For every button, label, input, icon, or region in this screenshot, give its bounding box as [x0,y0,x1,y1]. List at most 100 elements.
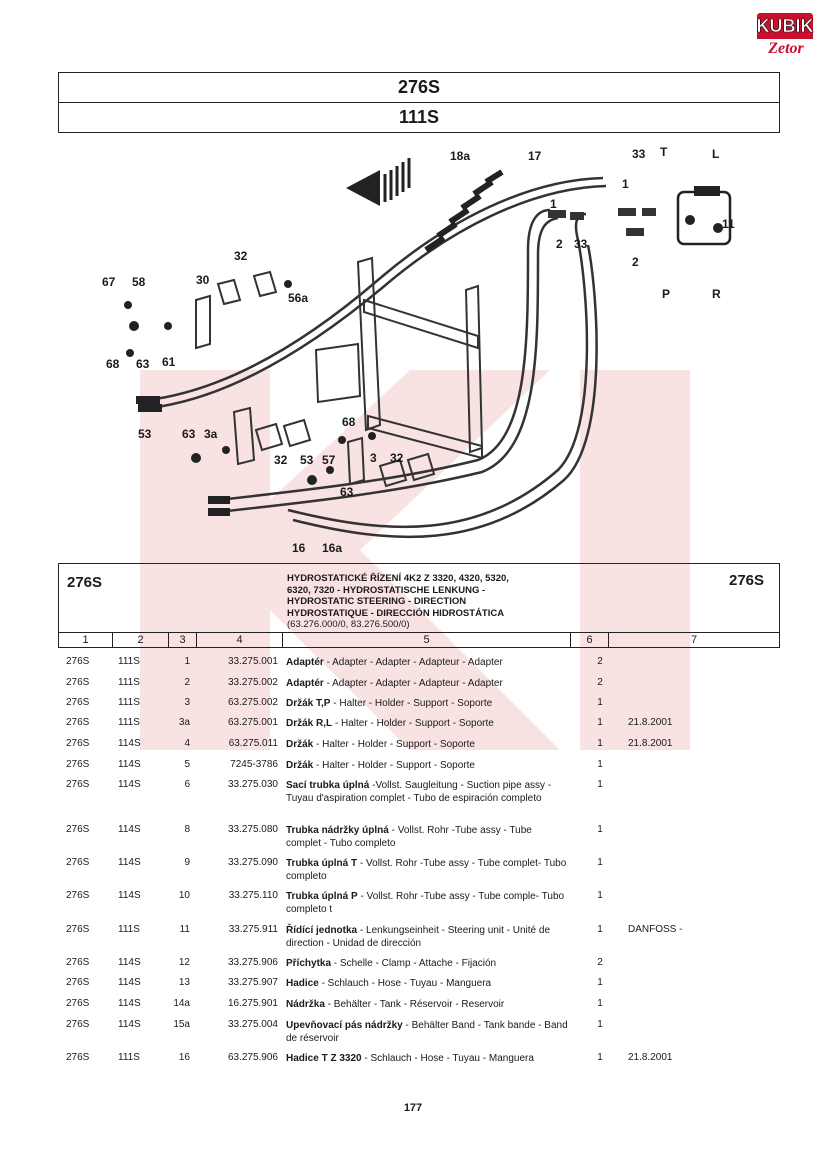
callout-63c: 63 [340,485,354,499]
row-subgroup: 114S [118,738,141,749]
callout-16a: 16a [322,541,342,555]
group-code-left: 276S [67,574,103,591]
row-desc-rest: - Halter - Holder - Support - Soporte [313,739,475,750]
row-position: 1 [184,656,190,667]
callout-53b: 53 [300,453,314,467]
row-part-number: 33.275.110 [228,890,278,901]
col-2: 2 [113,633,169,647]
row-desc-bold: Držák R,L [286,718,333,729]
row-part-number: 33.275.004 [227,1019,278,1030]
row-subgroup: 114S [118,857,141,868]
row-desc-rest: - Lenkungseinheit - Steering unit - Unit… [286,925,551,949]
callout-2b: 2 [632,255,639,269]
subgroup-title: 111S [58,102,780,133]
group-title: 276S [58,72,780,103]
row-quantity: 1 [597,738,603,749]
row-position: 11 [179,924,190,935]
row-desc-rest: - Schelle - Clamp - Attache - Fijación [331,958,497,969]
callout-18a: 18a [450,149,470,163]
row-description: Držák R,L - Halter - Holder - Support - … [286,717,568,730]
row-quantity: 1 [597,759,603,770]
row-desc-rest: - Schlauch - Hose - Tuyau - Manguera [318,978,492,989]
row-group: 276S [66,824,90,835]
row-quantity: 1 [597,779,603,790]
row-description: Trubka úplná T - Vollst. Rohr -Tube assy… [286,857,568,883]
row-description: Upevňovací pás nádržky - Behälter Band -… [286,1019,568,1045]
row-part-number: 33.275.001 [227,656,278,667]
row-note: 21.8.2001 [628,738,673,749]
row-part-number: 33.275.911 [228,924,278,935]
row-position: 4 [184,738,190,749]
row-desc-bold: Řídící jednotka [286,925,358,936]
row-note: DANFOSS - [628,924,683,935]
row-quantity: 1 [597,824,603,835]
subgroup-title-text: 111S [398,107,440,127]
row-position: 3a [178,717,190,728]
row-desc-bold: Hadice [286,978,319,989]
row-subgroup: 111S [118,717,140,728]
row-desc-bold: Držák [286,760,314,771]
row-quantity: 1 [597,890,603,901]
row-group: 276S [66,957,90,968]
row-description: Držák T,P - Halter - Holder - Support - … [286,697,568,710]
callout-R: R [712,287,721,301]
row-part-number: 33.275.080 [227,824,278,835]
row-position: 16 [178,1052,190,1063]
steering-unit [676,186,732,246]
row-group: 276S [66,924,90,935]
bolts-nuts [124,280,376,485]
mounting-frame [314,256,484,460]
row-description: Řídící jednotka - Lenkungseinheit - Stee… [286,924,568,950]
row-part-number: 63.275.001 [227,717,278,728]
row-subgroup: 114S [118,1019,141,1030]
callout-32c: 32 [390,451,404,465]
row-subgroup: 114S [118,824,141,835]
row-note: 21.8.2001 [628,717,673,728]
row-description: Držák - Halter - Holder - Support - Sopo… [286,738,568,751]
row-subgroup: 111S [118,1052,140,1063]
row-part-number: 33.275.002 [227,677,278,688]
row-subgroup: 111S [118,924,140,935]
row-subgroup: 111S [118,656,140,667]
direction-arrow-icon [346,158,411,206]
row-desc-rest: - Halter - Holder - Support - Soporte [332,718,494,729]
row-quantity: 1 [597,1052,603,1063]
row-part-number: 33.275.090 [227,857,278,868]
callout-11: 11 [722,217,735,231]
group-title-text: 276S [397,77,441,97]
page-number: 177 [403,1102,423,1114]
row-part-number: 7245-3786 [230,759,278,770]
row-subgroup: 111S [118,677,140,688]
row-desc-bold: Trubka úplná P [286,891,358,902]
row-group: 276S [66,717,90,728]
row-group: 276S [66,759,90,770]
logo-zetor: Zetor [761,40,811,58]
col-7: 7 [690,634,698,646]
row-description: Nádržka - Behälter - Tank - Réservoir - … [286,998,568,1011]
callout-68b: 68 [342,415,356,429]
row-description: Trubka nádržky úplná - Vollst. Rohr -Tub… [286,824,568,850]
row-subgroup: 114S [118,998,141,1009]
logo-kubik: KUBIK [756,13,814,39]
logo-kubik-text: KUBIK [756,15,814,36]
row-desc-bold: Adaptér [286,657,324,668]
row-desc-rest: - Vollst. Rohr -Tube assy - Tube complet… [286,825,532,849]
row-desc-rest: - Adapter - Adapter - Adapteur - Adapter [323,678,503,689]
row-position: 10 [178,890,190,901]
callout-17: 17 [528,149,542,163]
row-desc-bold: Trubka nádržky úplná [286,825,389,836]
callout-57: 57 [322,453,336,467]
row-group: 276S [66,1019,90,1030]
callout-2a: 2 [556,237,563,251]
desc-line-4: HYDROSTATIQUE - DIRECCIÓN HIDROSTÁTICA [287,607,505,619]
row-subgroup: 114S [118,977,141,988]
row-position: 2 [184,677,190,688]
row-desc-rest: - Vollst. Rohr -Tube assy - Tube complet… [286,858,567,882]
group-description: HYDROSTATICKÉ ŘÍZENÍ 4K2 Z 3320, 4320, 5… [287,573,617,631]
row-group: 276S [66,1052,90,1063]
row-description: Hadice - Schlauch - Hose - Tuyau - Mangu… [286,977,568,990]
row-desc-bold: Držák T,P [286,698,331,709]
callout-T: T [660,145,668,159]
row-desc-rest: - Halter - Holder - Support - Soporte [313,760,475,771]
row-position: 12 [178,957,190,968]
